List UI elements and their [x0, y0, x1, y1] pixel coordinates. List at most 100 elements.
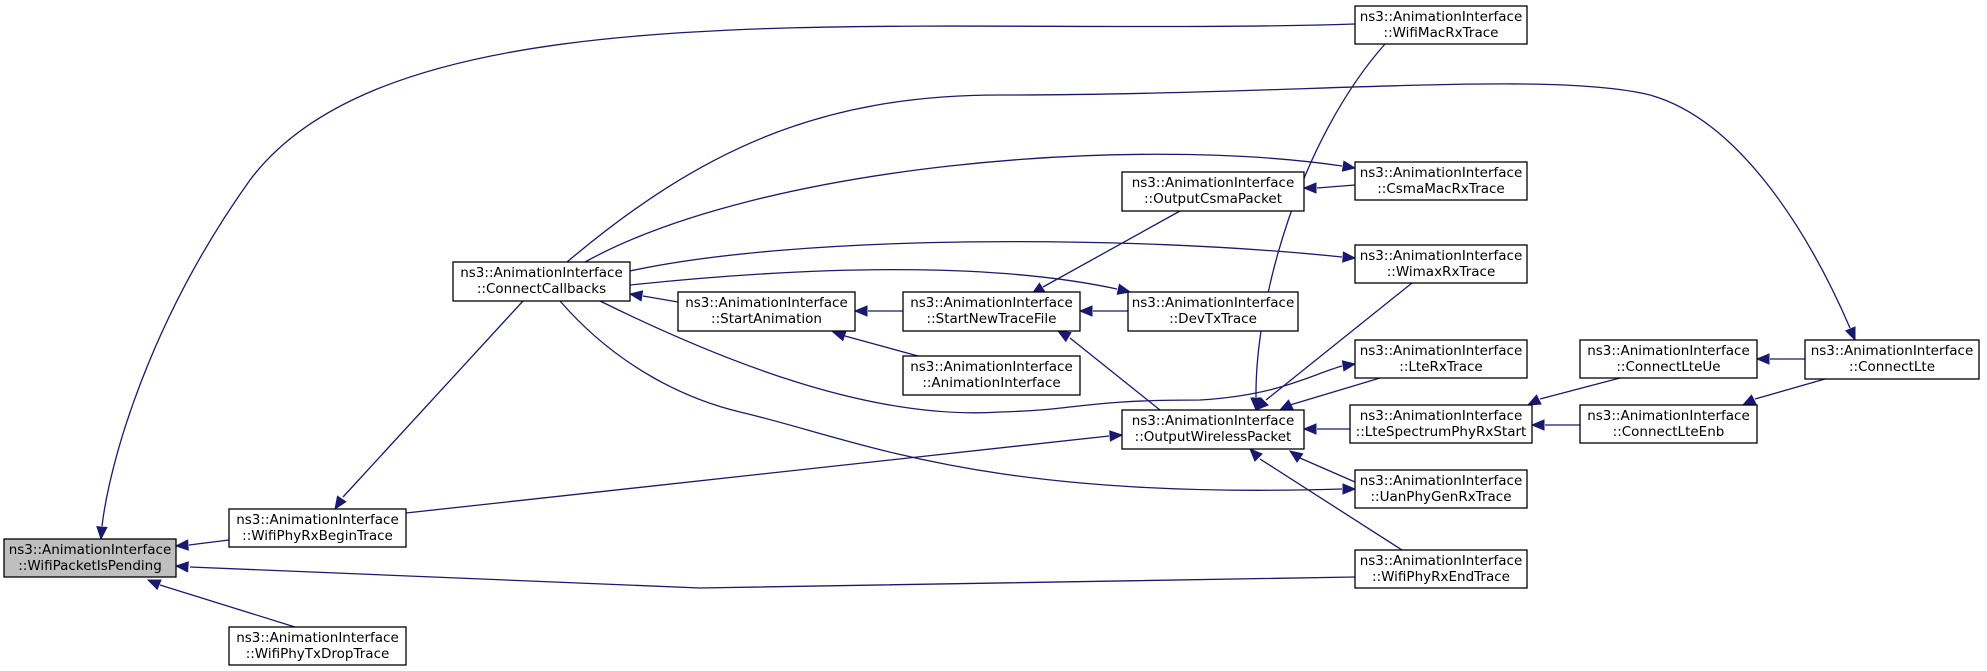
node-method-label: ::WifiPacketIsPending	[18, 558, 162, 574]
arrowhead-icon	[1341, 360, 1357, 372]
node-namespace-label: ns3::AnimationInterface	[1587, 408, 1750, 424]
arrowhead-icon	[1249, 448, 1263, 462]
edge-line	[1042, 210, 1181, 288]
edge-line	[1259, 458, 1403, 551]
node-wifi-mac-rx[interactable]: ns3::AnimationInterface::WifiMacRxTrace	[1354, 5, 1528, 45]
node-connect-lte-enb[interactable]: ns3::AnimationInterface::ConnectLteEnb	[1579, 404, 1758, 444]
node-method-label: ::UanPhyGenRxTrace	[1371, 489, 1512, 505]
node-box	[902, 291, 1081, 332]
edge-connect-callbacks-to-connect-lte	[566, 83, 1856, 342]
node-namespace-label: ns3::AnimationInterface	[460, 265, 623, 281]
node-lte-rx[interactable]: ns3::AnimationInterface::LteRxTrace	[1354, 339, 1528, 379]
arrowhead-icon	[1116, 283, 1132, 295]
edge-connect-callbacks-to-csma-mac-rx	[584, 153, 1357, 263]
node-wifi-phy-rx-begin[interactable]: ns3::AnimationInterface::WifiPhyRxBeginT…	[228, 508, 407, 548]
node-namespace-label: ns3::AnimationInterface	[910, 295, 1073, 311]
edge-line	[559, 300, 1343, 491]
edge-connect-lte-enb-to-lte-spectrum	[1530, 419, 1580, 431]
node-box	[1354, 469, 1528, 509]
node-box	[1804, 339, 1980, 380]
node-box	[228, 508, 407, 548]
node-lte-spectrum[interactable]: ns3::AnimationInterface::LteSpectrumPhyR…	[1349, 404, 1533, 444]
arrowhead-icon	[174, 539, 189, 551]
edge-connect-callbacks-to-wifi-phy-rx-begin	[334, 300, 524, 511]
node-method-label: ::WimaxRxTrace	[1387, 264, 1496, 280]
node-uan-phy[interactable]: ns3::AnimationInterface::UanPhyGenRxTrac…	[1354, 469, 1528, 509]
arrowhead-icon	[1741, 394, 1757, 406]
node-namespace-label: ns3::AnimationInterface	[1811, 343, 1974, 359]
node-method-label: ::WifiPhyRxEndTrace	[1372, 569, 1510, 585]
edge-line	[629, 269, 1118, 290]
node-box	[1354, 244, 1528, 284]
arrowhead-icon	[1255, 397, 1269, 411]
node-output-csma[interactable]: ns3::AnimationInterface::OutputCsmaPacke…	[1121, 171, 1305, 212]
node-wifi-phy-tx-drop[interactable]: ns3::AnimationInterface::WifiPhyTxDropTr…	[228, 626, 407, 666]
node-start-animation[interactable]: ns3::AnimationInterface::StartAnimation	[677, 291, 856, 332]
node-wifi-phy-rx-end[interactable]: ns3::AnimationInterface::WifiPhyRxEndTra…	[1354, 549, 1528, 589]
arrowhead-icon	[96, 526, 108, 541]
node-namespace-label: ns3::AnimationInterface	[685, 295, 848, 311]
edge-output-csma-to-start-new-trace	[1030, 210, 1181, 295]
edge-csma-mac-rx-to-output-csma	[1302, 182, 1356, 194]
node-method-label: ::ConnectLteUe	[1616, 359, 1720, 375]
node-namespace-label: ns3::AnimationInterface	[236, 512, 399, 528]
arrowhead-icon	[1530, 419, 1545, 431]
node-box	[1354, 5, 1528, 45]
node-namespace-label: ns3::AnimationInterface	[1360, 408, 1523, 424]
node-anim-interface[interactable]: ns3::AnimationInterface::AnimationInterf…	[902, 355, 1081, 396]
edge-line	[1316, 184, 1356, 189]
arrowhead-icon	[334, 495, 347, 511]
node-method-label: ::AnimationInterface	[922, 375, 1060, 391]
edge-connect-callbacks-to-lte-rx	[599, 300, 1357, 414]
edge-line	[584, 153, 1343, 263]
node-namespace-label: ns3::AnimationInterface	[1132, 413, 1295, 429]
node-start-new-trace[interactable]: ns3::AnimationInterface::StartNewTraceFi…	[902, 291, 1081, 332]
node-box	[1579, 339, 1758, 379]
arrowhead-icon	[174, 561, 189, 573]
arrowhead-icon	[1341, 160, 1357, 172]
node-method-label: ::OutputCsmaPacket	[1144, 191, 1282, 207]
node-method-label: ::ConnectLteEnb	[1613, 424, 1725, 440]
node-method-label: ::WifiPhyRxBeginTrace	[242, 528, 393, 544]
arrowhead-icon	[1755, 353, 1770, 365]
edge-dev-tx-to-start-new-trace	[1078, 305, 1128, 317]
node-box	[1121, 409, 1305, 450]
node-method-label: ::ConnectCallbacks	[477, 281, 606, 297]
node-namespace-label: ns3::AnimationInterface	[236, 630, 399, 646]
node-wifi-pkt-pending[interactable]: ns3::AnimationInterface::WifiPacketIsPen…	[3, 538, 177, 578]
arrowhead-icon	[1278, 399, 1294, 411]
edge-line	[642, 295, 679, 303]
edge-line	[844, 335, 919, 357]
node-namespace-label: ns3::AnimationInterface	[1360, 473, 1523, 489]
node-connect-lte-ue[interactable]: ns3::AnimationInterface::ConnectLteUe	[1579, 339, 1758, 379]
node-connect-lte[interactable]: ns3::AnimationInterface::ConnectLte	[1804, 339, 1980, 380]
node-output-wireless[interactable]: ns3::AnimationInterface::OutputWirelessP…	[1121, 409, 1305, 450]
edge-wimax-rx-to-output-wireless	[1255, 282, 1413, 411]
node-box	[1349, 404, 1533, 444]
edge-connect-lte-to-connect-lte-enb	[1741, 378, 1826, 406]
edge-line	[405, 435, 1110, 514]
node-namespace-label: ns3::AnimationInterface	[1360, 9, 1523, 25]
arrowhead-icon	[1056, 330, 1072, 343]
edge-line	[342, 300, 524, 498]
edge-connect-callbacks-to-dev-tx	[629, 269, 1132, 295]
node-wimax-rx[interactable]: ns3::AnimationInterface::WimaxRxTrace	[1354, 244, 1528, 284]
node-connect-callbacks[interactable]: ns3::AnimationInterface::ConnectCallback…	[452, 261, 631, 302]
node-dev-tx[interactable]: ns3::AnimationInterface::DevTxTrace	[1127, 291, 1299, 332]
edge-start-animation-to-connect-callbacks	[628, 290, 679, 303]
edge-connect-lte-to-connect-lte-ue	[1755, 353, 1805, 365]
node-csma-mac-rx[interactable]: ns3::AnimationInterface::CsmaMacRxTrace	[1354, 161, 1528, 201]
arrowhead-icon	[1342, 251, 1357, 263]
node-method-label: ::DevTxTrace	[1169, 311, 1257, 327]
node-box	[1127, 291, 1299, 332]
edge-uan-phy-to-output-wireless	[1288, 450, 1356, 483]
node-method-label: ::LteRxTrace	[1399, 359, 1482, 375]
node-method-label: ::CsmaMacRxTrace	[1377, 181, 1505, 197]
node-namespace-label: ns3::AnimationInterface	[1132, 175, 1295, 191]
edge-line	[1539, 377, 1621, 400]
edge-wifi-phy-rx-end-to-wifi-pkt-pending	[174, 561, 1356, 589]
node-method-label: ::OutputWirelessPacket	[1135, 429, 1292, 445]
edge-wifi-phy-tx-drop-to-wifi-pkt-pending	[146, 579, 296, 628]
node-namespace-label: ns3::AnimationInterface	[1360, 553, 1523, 569]
